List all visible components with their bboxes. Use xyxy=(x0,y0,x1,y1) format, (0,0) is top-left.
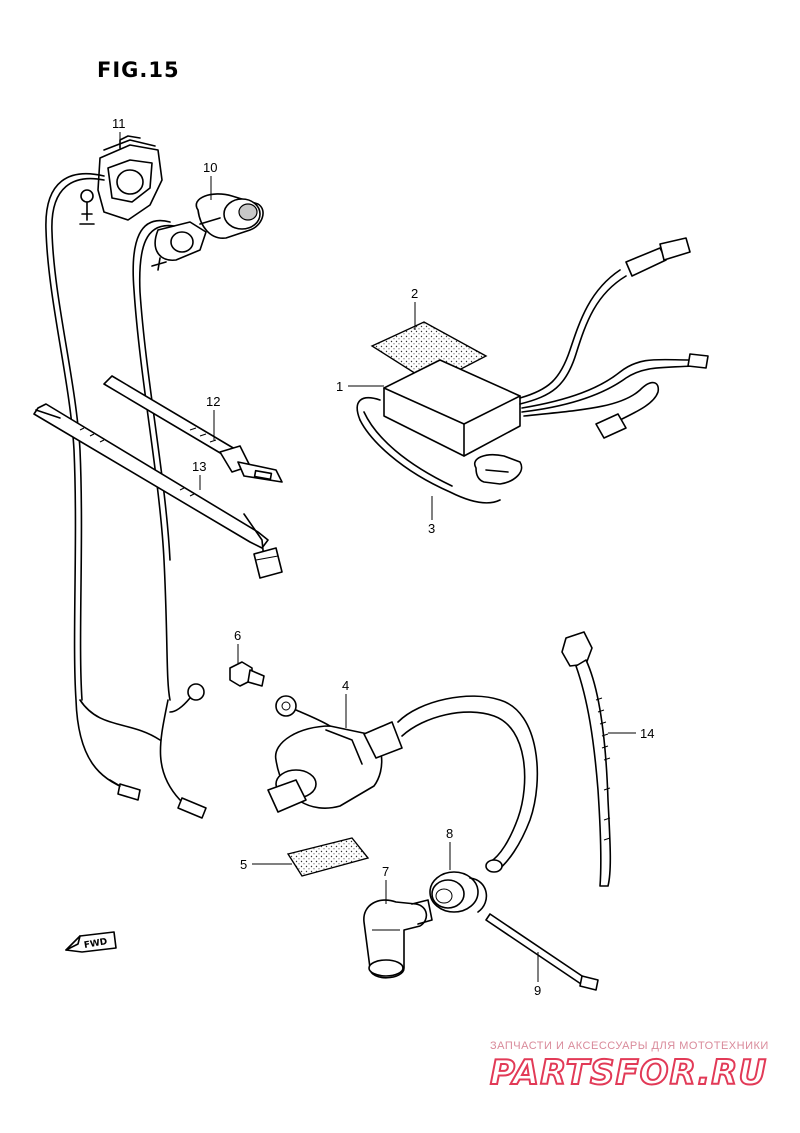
callout-10: 10 xyxy=(203,160,217,175)
callout-9: 9 xyxy=(534,983,541,998)
watermark-caption: ЗАПЧАСТИ И АКСЕССУАРЫ ДЛЯ МОТОТЕХНИКИ xyxy=(490,1040,769,1052)
callout-7: 7 xyxy=(382,864,389,879)
callout-3: 3 xyxy=(428,521,435,536)
part-12-cable-band[interactable] xyxy=(103,375,283,483)
callout-14: 14 xyxy=(640,726,654,741)
leader-lines xyxy=(119,132,636,982)
callout-5: 5 xyxy=(240,857,247,872)
part-3-cdi-holder[interactable] xyxy=(356,396,523,504)
part-10-lighting-switch[interactable] xyxy=(132,193,264,819)
part-13-clamp[interactable] xyxy=(33,403,283,579)
part-6-bolt[interactable] xyxy=(229,661,265,687)
part-5-cushion-pad[interactable] xyxy=(286,837,370,877)
callout-numbers: 11 10 2 1 3 12 13 6 4 5 7 8 9 14 xyxy=(112,116,654,998)
part-7-plug-cap[interactable] xyxy=(363,899,433,979)
callout-11: 11 xyxy=(112,116,126,131)
part-1-cdi-unit[interactable] xyxy=(383,237,709,457)
callout-6: 6 xyxy=(234,628,241,643)
part-8-seal[interactable] xyxy=(429,871,488,913)
fwd-label: FWD xyxy=(83,937,108,951)
part-9-cable-tie[interactable] xyxy=(485,913,599,991)
fwd-arrow-badge: FWD xyxy=(65,931,117,953)
watermark-logo: PARTSFOR.RU xyxy=(489,1052,767,1092)
callout-1: 1 xyxy=(336,379,343,394)
callout-13: 13 xyxy=(192,459,206,474)
part-4-ignition-coil[interactable] xyxy=(267,695,539,873)
part-14-cable-tie[interactable] xyxy=(561,631,612,887)
figure-title: FIG.15 xyxy=(97,58,180,82)
watermark-logo-text: PARTSFOR.RU xyxy=(490,1053,767,1092)
callout-4: 4 xyxy=(342,678,349,693)
callout-2: 2 xyxy=(411,286,418,301)
callout-8: 8 xyxy=(446,826,453,841)
callout-12: 12 xyxy=(206,394,220,409)
